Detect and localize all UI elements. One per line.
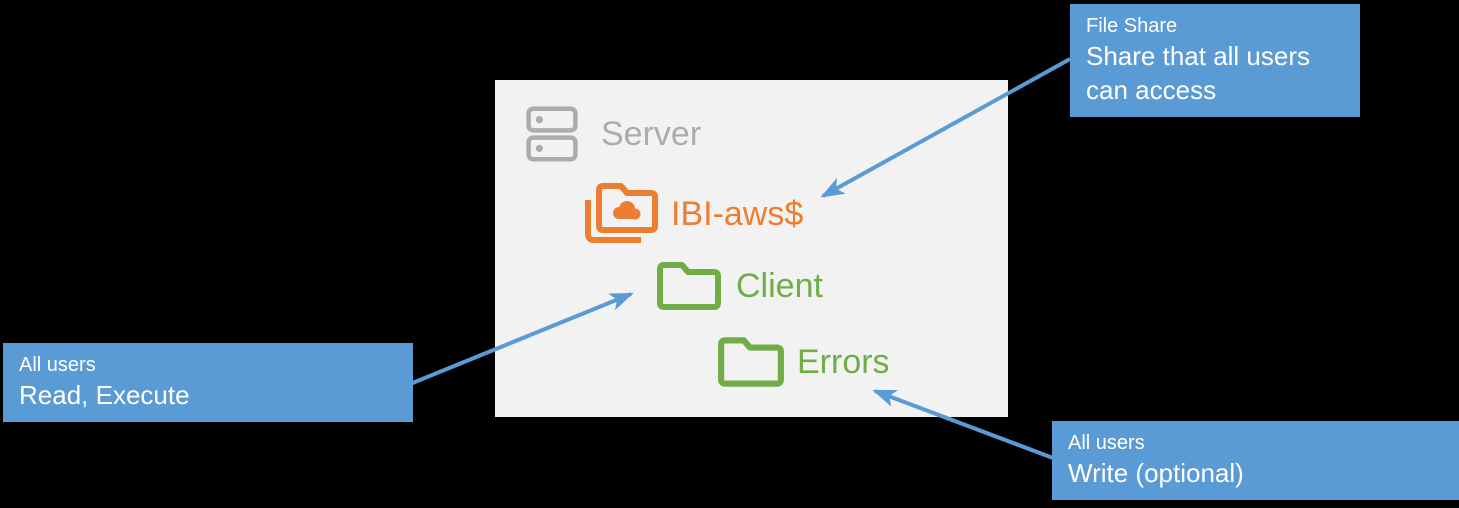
- callout-write-optional: All users Write (optional): [1052, 421, 1459, 500]
- server-icon: [526, 106, 578, 162]
- folder-icon: [718, 337, 784, 387]
- client-label: Client: [736, 267, 823, 305]
- callout-body: Write (optional): [1068, 458, 1244, 488]
- callout-read-execute: All users Read, Execute: [3, 343, 413, 422]
- server-panel: Server IBI-aws$ Client: [495, 80, 1008, 417]
- callout-title: All users: [19, 354, 96, 376]
- callout-title: All users: [1068, 432, 1145, 454]
- node-file-share: IBI-aws$: [583, 180, 803, 248]
- node-errors-folder: Errors: [717, 336, 890, 388]
- file-share-label: IBI-aws$: [671, 195, 804, 233]
- node-server: Server: [525, 105, 701, 163]
- node-client-folder: Client: [656, 261, 823, 311]
- callout-title: File Share: [1086, 15, 1178, 37]
- callout-body: Read, Execute: [19, 380, 190, 410]
- callout-file-share: File Share Share that all users can acce…: [1070, 4, 1360, 117]
- callout-body: Share that all users can access: [1086, 41, 1311, 105]
- folder-icon: [657, 262, 721, 310]
- server-label: Server: [601, 115, 702, 153]
- errors-label: Errors: [797, 343, 890, 381]
- shared-cloud-folder-icon: [585, 183, 658, 243]
